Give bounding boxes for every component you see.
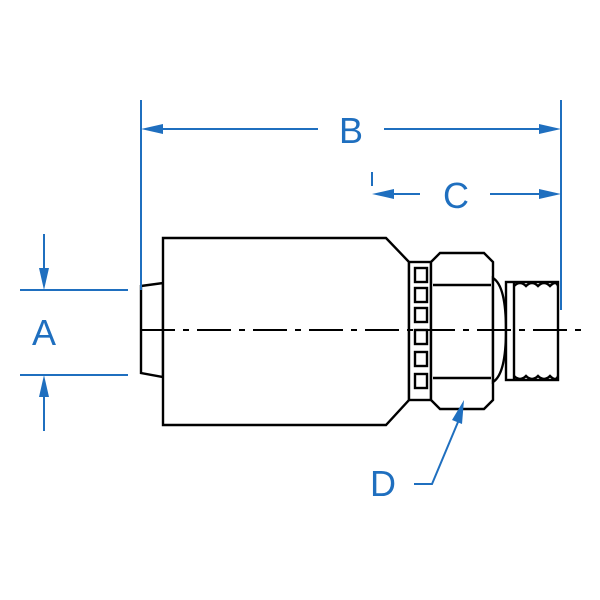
dimension-label-b: B [339, 110, 363, 151]
collar-notch [413, 372, 429, 390]
arrow-head [141, 124, 163, 134]
arrow-head [539, 124, 561, 134]
collar-notch [413, 350, 429, 368]
dimension-label-a: A [32, 312, 56, 353]
dimension-b: B [140, 100, 562, 310]
arrow-head [452, 400, 464, 424]
collar-notch [413, 328, 429, 346]
hex-nut [429, 251, 495, 411]
collar-notch [413, 266, 429, 284]
leader-line [414, 421, 459, 485]
dimension-a: A [20, 234, 128, 431]
leader-d: D [370, 400, 464, 504]
collar-notch [413, 286, 429, 304]
dimension-c: C [371, 172, 561, 216]
collar-notch [413, 306, 429, 324]
dimension-label-c: C [443, 175, 469, 216]
crimp-collar [407, 260, 433, 402]
arrow-head [39, 375, 49, 397]
hose-fitting [139, 236, 582, 427]
arrow-head [539, 189, 561, 199]
ferrule-body [161, 236, 411, 427]
arrow-head [39, 268, 49, 290]
arrow-head [372, 189, 394, 199]
callout-label-d: D [370, 463, 396, 504]
